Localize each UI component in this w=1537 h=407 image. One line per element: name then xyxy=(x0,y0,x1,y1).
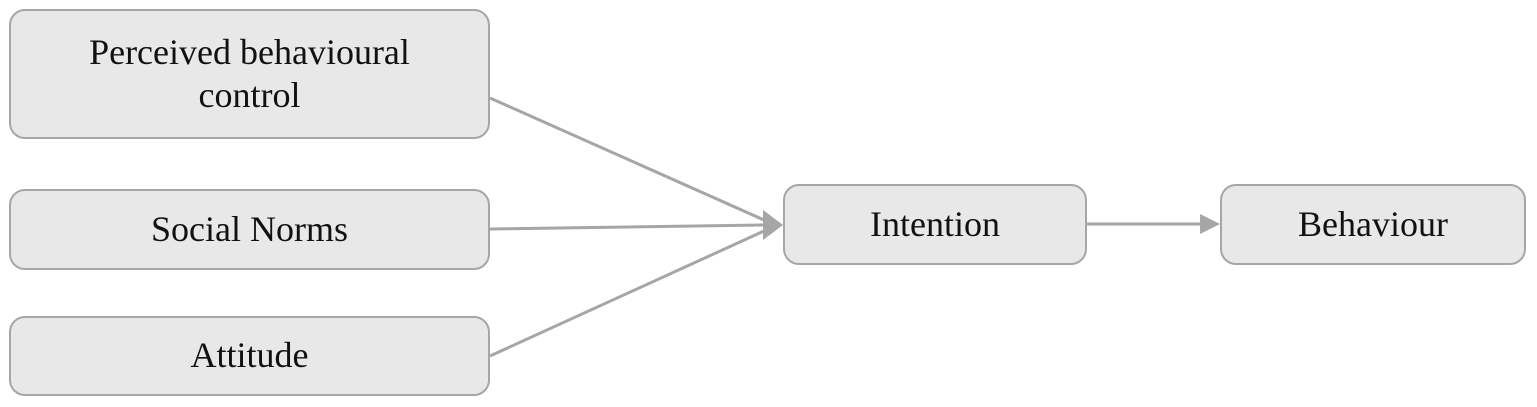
node-intention: Intention xyxy=(783,184,1087,265)
node-label-perceived-behavioural-control: Perceived behavioural control xyxy=(89,31,410,115)
node-attitude: Attitude xyxy=(9,316,490,396)
node-label-intention: Intention xyxy=(870,203,1000,244)
edge-social-norms-to-intention xyxy=(489,223,765,231)
node-perceived-behavioural-control: Perceived behavioural control xyxy=(9,9,490,139)
node-behaviour: Behaviour xyxy=(1220,184,1526,265)
node-social-norms: Social Norms xyxy=(9,189,490,270)
node-label-social-norms: Social Norms xyxy=(151,208,348,249)
arrowhead-into-intention xyxy=(763,210,783,240)
node-label-behaviour: Behaviour xyxy=(1298,203,1448,244)
edge-attitude-to-intention xyxy=(489,229,765,358)
arrowhead-into-behaviour xyxy=(1200,214,1220,234)
edge-pbc-to-intention xyxy=(489,96,765,222)
node-label-attitude: Attitude xyxy=(190,335,309,376)
